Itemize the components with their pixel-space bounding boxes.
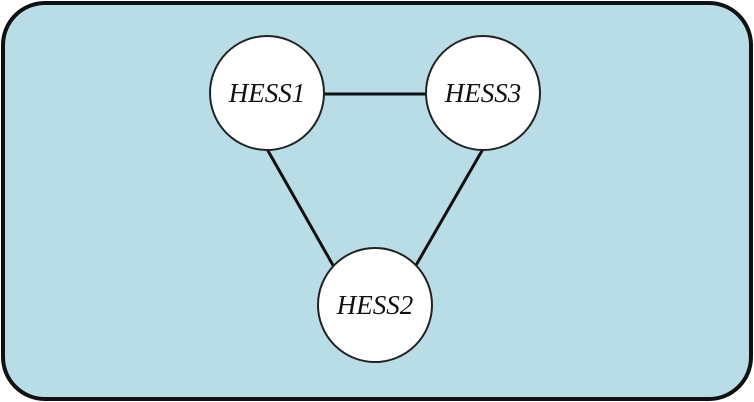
node-hess3: HESS3	[425, 35, 541, 151]
node-hess2: HESS2	[317, 247, 433, 363]
node-hess2-label: HESS2	[336, 290, 414, 320]
node-hess1-label: HESS1	[228, 78, 306, 108]
edges	[265, 92, 485, 268]
edge-hess1-hess2	[265, 148, 336, 268]
edge-hess3-hess2	[413, 148, 485, 268]
node-hess3-circle	[425, 35, 541, 151]
node-hess1: HESS1	[209, 35, 325, 151]
node-hess1-circle	[209, 35, 325, 151]
node-hess3-label: HESS3	[444, 78, 522, 108]
node-hess2-circle	[317, 247, 433, 363]
